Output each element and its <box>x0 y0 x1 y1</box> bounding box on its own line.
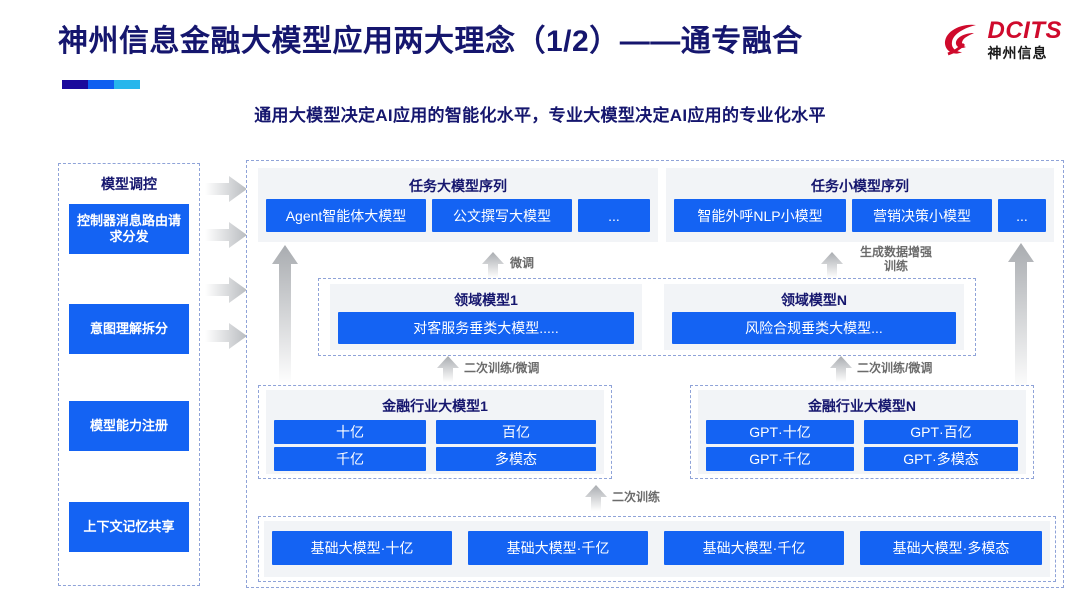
task-small-item-more[interactable]: ... <box>998 199 1046 232</box>
domain-model-item-1[interactable]: 对客服务垂类大模型..... <box>338 312 634 344</box>
base-model-item-3[interactable]: 基础大模型·千亿 <box>664 531 844 565</box>
industry-model-title-1: 金融行业大模型1 <box>382 398 488 414</box>
base-model-item-2[interactable]: 基础大模型·千亿 <box>468 531 648 565</box>
control-panel-title: 模型调控 <box>101 176 157 192</box>
accent-bar <box>62 80 140 89</box>
flow-label-data-aug-line2: 训练 <box>883 258 908 273</box>
logo-text-cn: 神州信息 <box>987 44 1048 61</box>
industry-model-group-2: 金融行业大模型N GPT·十亿 GPT·百亿 GPT·千亿 GPT·多模态 <box>698 390 1026 474</box>
flow-arrow-up-finetune <box>482 252 504 283</box>
flow-arrow-up-data-aug <box>821 252 843 283</box>
flow-label-data-aug-line1: 生成数据增强 <box>859 245 932 259</box>
industry-model-title-2: 金融行业大模型N <box>807 398 917 414</box>
industry-1-item-3[interactable]: 千亿 <box>274 447 426 471</box>
accent-segment-3 <box>114 80 140 89</box>
flow-label-finetune: 微调 <box>510 256 535 270</box>
domain-model-title-2: 领域模型N <box>780 292 848 308</box>
accent-segment-2 <box>88 80 114 89</box>
flow-arrow-up-retrain-right <box>830 356 852 387</box>
flow-arrow-right-2 <box>205 222 247 253</box>
company-logo: DCITS 神州信息 <box>940 18 1063 60</box>
flow-arrow-right-3 <box>205 277 247 308</box>
domain-model-item-2[interactable]: 风险合规垂类大模型... <box>672 312 956 344</box>
flow-arrow-up-retrain-base <box>585 485 607 516</box>
industry-2-item-1[interactable]: GPT·十亿 <box>706 420 854 444</box>
control-item-router[interactable]: 控制器消息路由请求分发 <box>69 204 189 254</box>
industry-model-group-1: 金融行业大模型1 十亿 百亿 千亿 多模态 <box>266 390 604 474</box>
flow-label-data-aug: 生成数据增强 训练 <box>848 245 944 274</box>
flow-label-retrain-left: 二次训练/微调 <box>464 361 540 375</box>
task-big-model-group: 任务大模型序列 Agent智能体大模型 公文撰写大模型 ... <box>258 168 658 242</box>
base-model-item-1[interactable]: 基础大模型·十亿 <box>272 531 452 565</box>
task-small-item-nlp[interactable]: 智能外呼NLP小模型 <box>674 199 846 232</box>
task-big-model-title: 任务大模型序列 <box>409 178 507 194</box>
dcits-swirl-icon <box>940 18 982 60</box>
flow-arrow-right-1 <box>205 176 247 207</box>
logo-text-en: DCITS <box>987 16 1062 44</box>
task-small-model-group: 任务小模型序列 智能外呼NLP小模型 营销决策小模型 ... <box>666 168 1054 242</box>
domain-model-group-1: 领域模型1 对客服务垂类大模型..... <box>330 284 642 350</box>
control-item-context[interactable]: 上下文记忆共享 <box>69 502 189 552</box>
task-big-item-more[interactable]: ... <box>578 199 650 232</box>
task-big-item-agent[interactable]: Agent智能体大模型 <box>266 199 426 232</box>
page-subtitle: 通用大模型决定AI应用的智能化水平，专业大模型决定AI应用的专业化水平 <box>254 106 826 125</box>
industry-2-item-4[interactable]: GPT·多模态 <box>864 447 1018 471</box>
control-item-intent[interactable]: 意图理解拆分 <box>69 304 189 354</box>
industry-1-item-2[interactable]: 百亿 <box>436 420 596 444</box>
flow-arrow-up-tall-right <box>1008 243 1034 396</box>
task-small-item-marketing[interactable]: 营销决策小模型 <box>852 199 992 232</box>
base-model-item-4[interactable]: 基础大模型·多模态 <box>860 531 1042 565</box>
flow-label-retrain-base: 二次训练 <box>612 490 661 504</box>
control-panel: 模型调控 控制器消息路由请求分发 意图理解拆分 模型能力注册 上下文记忆共享 <box>58 163 200 586</box>
industry-1-item-1[interactable]: 十亿 <box>274 420 426 444</box>
flow-arrow-up-tall-left <box>272 245 298 390</box>
industry-2-item-3[interactable]: GPT·千亿 <box>706 447 854 471</box>
page-title: 神州信息金融大模型应用两大理念（1/2）——通专融合 <box>58 25 803 58</box>
industry-2-item-2[interactable]: GPT·百亿 <box>864 420 1018 444</box>
base-model-group: 基础大模型·十亿 基础大模型·千亿 基础大模型·千亿 基础大模型·多模态 <box>264 521 1050 577</box>
task-small-model-title: 任务小模型序列 <box>811 178 909 194</box>
flow-arrow-right-4 <box>205 323 247 354</box>
domain-model-group-2: 领域模型N 风险合规垂类大模型... <box>664 284 964 350</box>
flow-arrow-up-retrain-left <box>437 356 459 387</box>
control-item-registry[interactable]: 模型能力注册 <box>69 401 189 451</box>
task-big-item-doc[interactable]: 公文撰写大模型 <box>432 199 572 232</box>
accent-segment-1 <box>62 80 88 89</box>
domain-model-title-1: 领域模型1 <box>454 292 518 308</box>
flow-label-retrain-right: 二次训练/微调 <box>857 361 933 375</box>
industry-1-item-4[interactable]: 多模态 <box>436 447 596 471</box>
